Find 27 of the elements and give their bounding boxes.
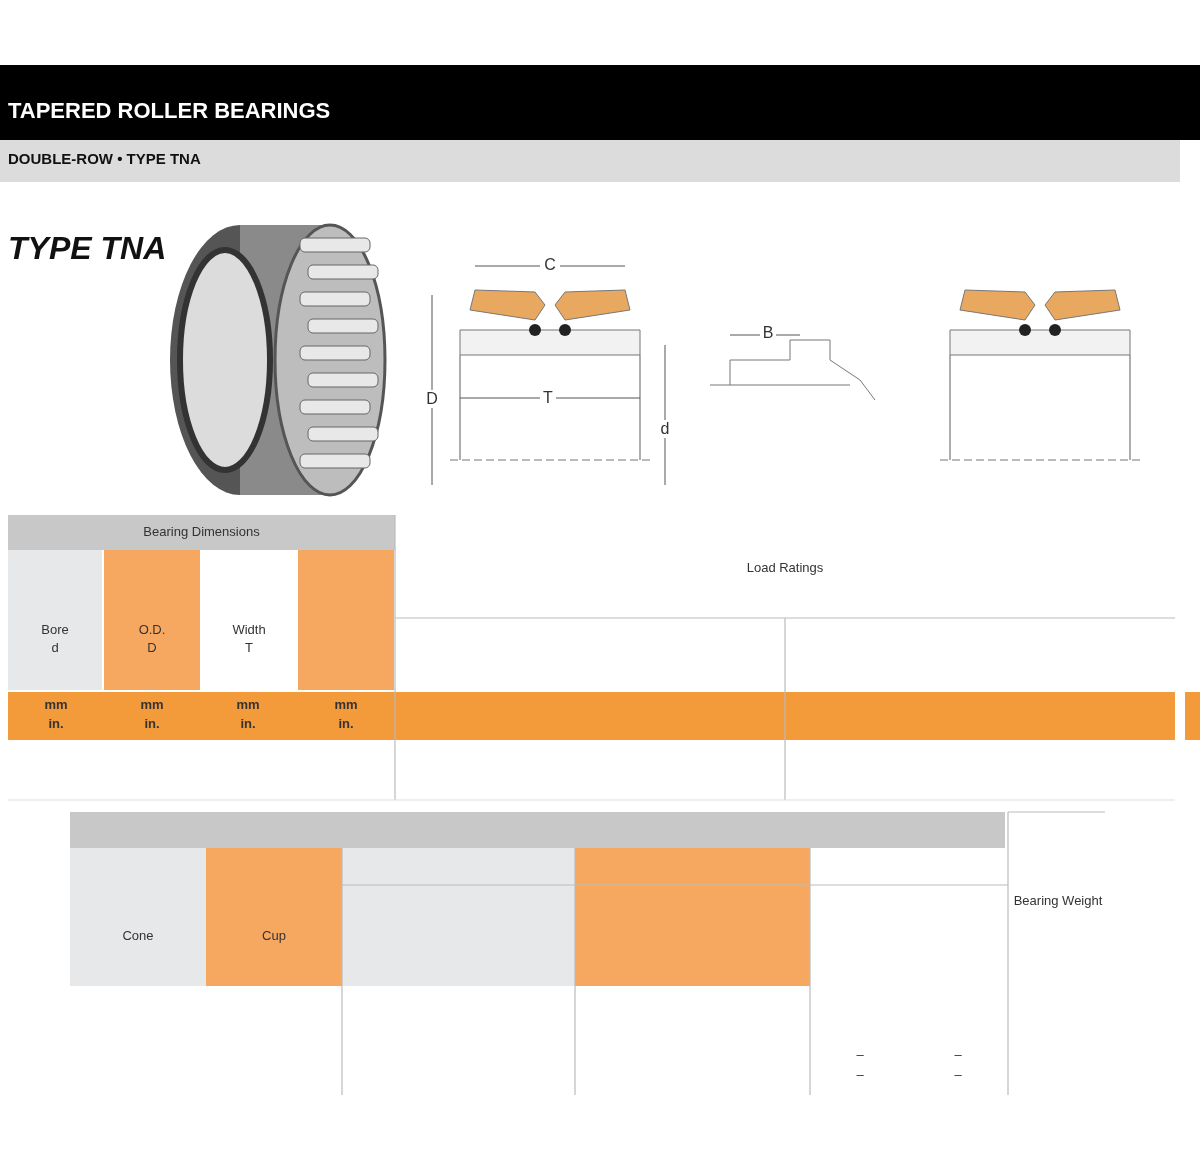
column-heading: Bore [40, 622, 70, 637]
dimension-letter: D [424, 390, 440, 408]
unit-label: in. [239, 716, 257, 731]
column-heading: O.D. [137, 622, 167, 637]
table-cell-text: – [855, 1047, 865, 1062]
column-heading: Bearing Weight [1012, 893, 1104, 908]
page-title: TAPERED ROLLER BEARINGS [8, 98, 331, 124]
group-heading: Load Ratings [745, 560, 825, 575]
column-heading: Width [231, 622, 267, 637]
type-heading: TYPE TNA [8, 230, 167, 267]
unit-label: in. [143, 716, 161, 731]
column-symbol: d [50, 640, 60, 655]
unit-label: mm [43, 697, 69, 712]
unit-label: mm [139, 697, 165, 712]
column-symbol: T [244, 640, 254, 655]
unit-label: mm [333, 697, 359, 712]
table-cell-text: – [953, 1067, 963, 1082]
column-heading: Cup [261, 928, 287, 943]
group-heading: Bearing Dimensions [142, 524, 261, 539]
column-heading: Cone [121, 928, 155, 943]
column-symbol: D [146, 640, 158, 655]
table-cell-text: – [953, 1047, 963, 1062]
unit-label: in. [337, 716, 355, 731]
table-cell-text: – [855, 1067, 865, 1082]
page-subtitle: DOUBLE-ROW • TYPE TNA [8, 150, 201, 167]
unit-label: in. [47, 716, 65, 731]
unit-label: mm [235, 697, 261, 712]
